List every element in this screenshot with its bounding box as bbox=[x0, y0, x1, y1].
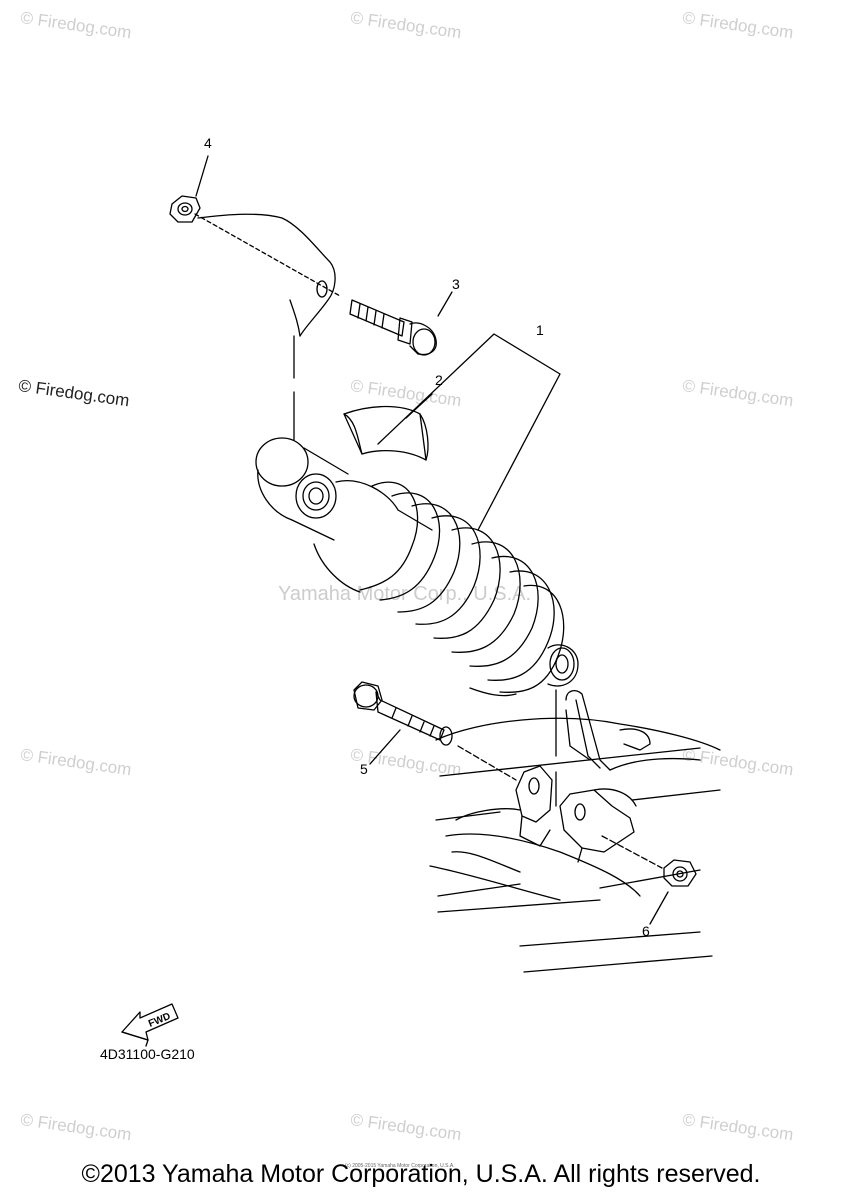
callout-6: 6 bbox=[642, 923, 650, 939]
fwd-arrow-icon bbox=[121, 1003, 179, 1047]
nut-4 bbox=[169, 195, 201, 223]
bolt-3 bbox=[349, 299, 437, 356]
callout-2: 2 bbox=[435, 372, 443, 388]
callout-3: 3 bbox=[452, 276, 460, 292]
swing-arm-mount bbox=[429, 689, 721, 973]
callout-5: 5 bbox=[360, 761, 368, 777]
callout-1: 1 bbox=[536, 322, 544, 338]
part-code: 4D31100-G210 bbox=[100, 1046, 195, 1062]
fine-print: (c) 2005-2015 Yamaha Motor Corporation, … bbox=[345, 1163, 455, 1169]
copyright-notice: ©2013 Yamaha Motor Corporation, U.S.A. A… bbox=[81, 1160, 761, 1188]
callout-4: 4 bbox=[204, 135, 212, 151]
nut-6 bbox=[663, 859, 697, 887]
collar-2 bbox=[343, 405, 429, 461]
shock-absorber-1 bbox=[255, 437, 579, 807]
upper-frame-bracket bbox=[197, 213, 336, 441]
bolt-5 bbox=[353, 681, 453, 746]
